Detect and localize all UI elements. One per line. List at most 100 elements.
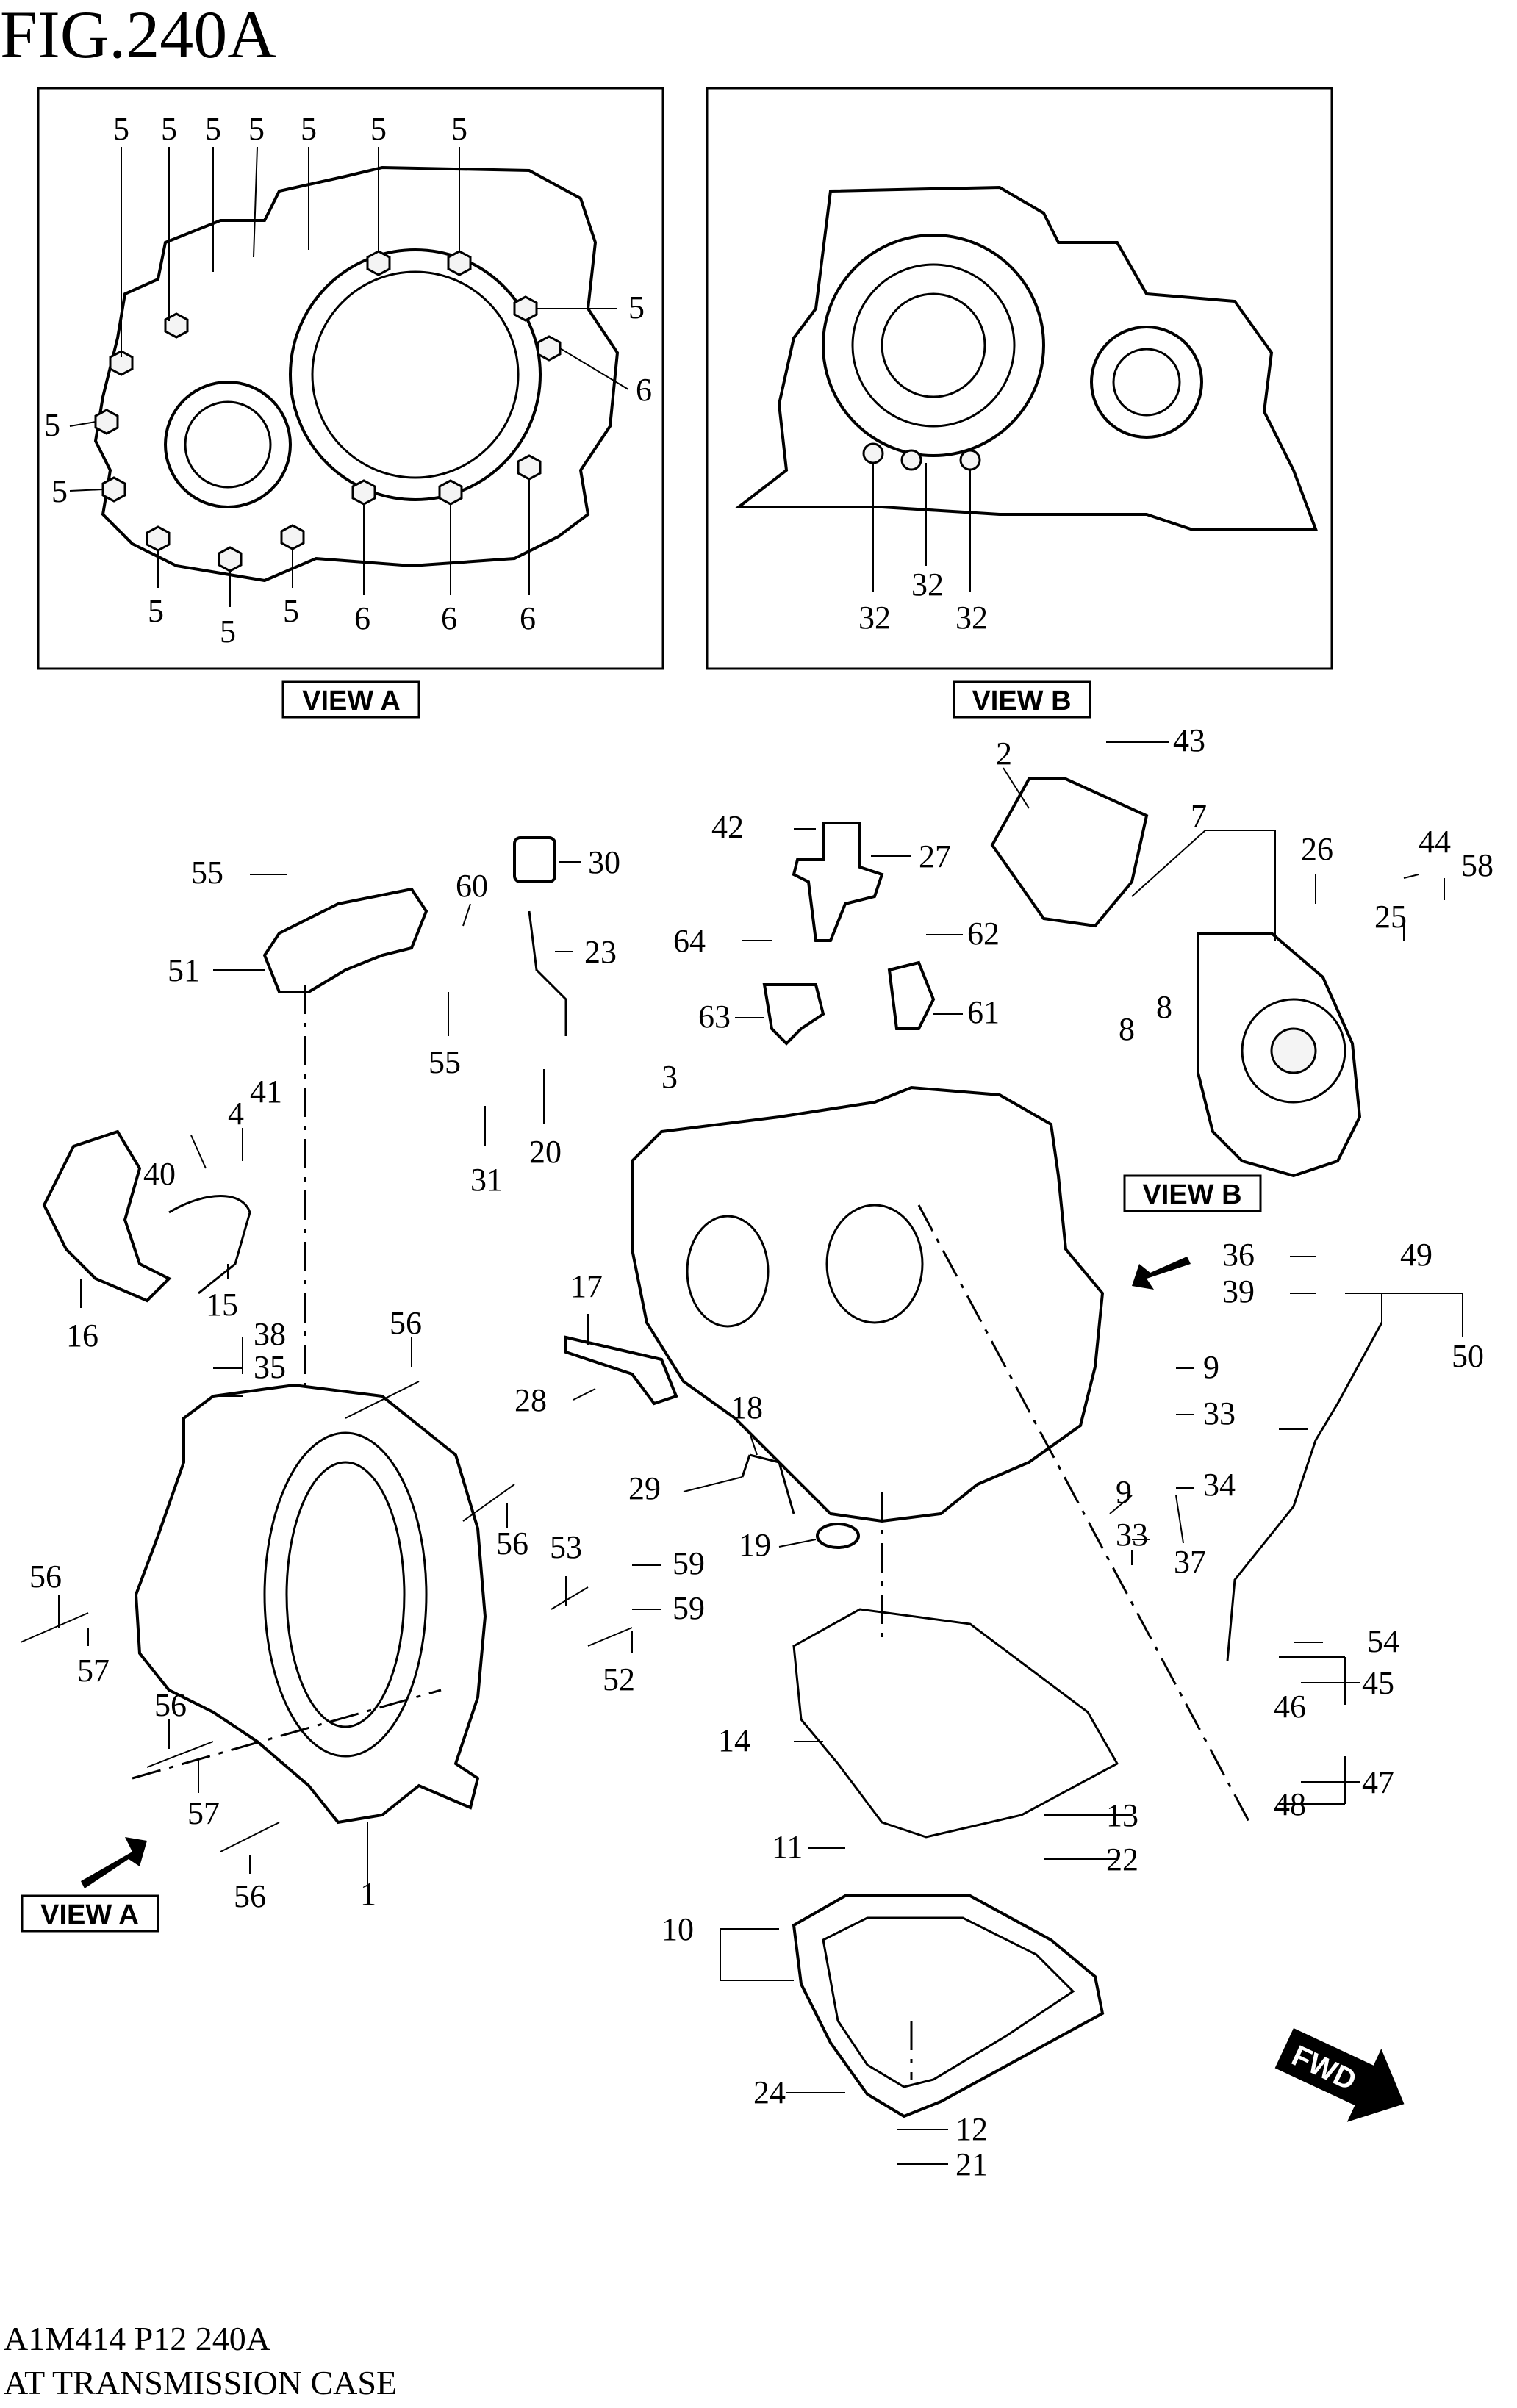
view-a-bolt-5e	[94, 409, 119, 435]
view-a-callout-5: 5	[283, 593, 299, 629]
callout-11: 11	[772, 1829, 803, 1865]
callout-45: 45	[1362, 1665, 1394, 1701]
converter-housing-drawing	[134, 1383, 487, 1825]
bolt-56-shaft	[220, 1822, 280, 1852]
callout-35: 35	[254, 1349, 286, 1385]
diagram-caption: AT TRANSMISSION CASE	[4, 2364, 397, 2401]
callout-56: 56	[390, 1305, 422, 1341]
view-a-bore-inner	[311, 270, 520, 479]
callout-47: 47	[1362, 1764, 1394, 1800]
view-a-callout-5: 5	[301, 111, 317, 147]
callout-25: 25	[1374, 899, 1407, 935]
callout-46: 46	[1274, 1689, 1306, 1725]
diagram-code: A1M414 P12 240A	[4, 2320, 270, 2357]
callout-57: 57	[77, 1653, 110, 1689]
callout-61: 61	[967, 994, 1000, 1030]
stud-52-shaft	[587, 1627, 633, 1647]
callout-40: 40	[143, 1156, 176, 1192]
callout-36: 36	[1222, 1237, 1255, 1273]
view-a-callout-5: 5	[205, 111, 221, 147]
callout-43: 43	[1173, 722, 1205, 758]
view-b-callout-32: 32	[955, 600, 988, 636]
callout-62: 62	[967, 916, 1000, 952]
callout-20: 20	[529, 1134, 562, 1170]
view-a-bolt-5h	[218, 546, 243, 572]
cap-30-drawing	[513, 836, 556, 883]
callout-34: 34	[1203, 1467, 1236, 1503]
fwd-indicator: FWD	[1274, 2028, 1405, 2122]
bracket-18-drawing	[741, 1453, 795, 1514]
view-a-callout-5: 5	[220, 614, 236, 650]
view-b-callout-32: 32	[858, 600, 891, 636]
bracket-51-drawing	[262, 887, 428, 993]
view-a-bolt-6a	[537, 335, 562, 362]
view-b-direction-arrow	[1132, 1257, 1191, 1290]
view-b-differential-outer	[1090, 326, 1203, 439]
view-a-callout-5: 5	[44, 407, 60, 443]
view-a-bolt-6c	[438, 479, 463, 506]
view-a-frame	[37, 87, 664, 670]
side-cover-bearing	[1241, 998, 1346, 1104]
callout-7: 7	[1191, 798, 1207, 834]
dipstick-tube-drawing	[1226, 1322, 1383, 1661]
callout-52: 52	[603, 1661, 635, 1697]
callout-56: 56	[496, 1525, 528, 1561]
view-b-frame	[706, 87, 1333, 670]
view-a-inset: 5 5 5 5 5 5 5 5 6 5 5 5 5 5 6 6 6 VIEW A	[37, 87, 664, 719]
view-a-bolt-5a	[366, 250, 391, 276]
view-b-plug-32b	[900, 449, 922, 471]
view-a-bolt-5b	[447, 250, 472, 276]
view-a-callout-5: 5	[113, 111, 129, 147]
callout-44: 44	[1419, 824, 1451, 860]
oil-pan-10-inner	[822, 1916, 1075, 2088]
callout-39: 39	[1222, 1273, 1255, 1309]
callout-8: 8	[1156, 989, 1172, 1025]
view-a-bolt-5j	[164, 312, 189, 339]
view-a-bolt-5d	[101, 476, 126, 503]
callout-4: 4	[228, 1096, 244, 1132]
callout-56: 56	[234, 1878, 266, 1914]
bracket-2-drawing	[990, 777, 1149, 928]
view-a-differential-outer	[164, 381, 292, 508]
view-a-callout-5: 5	[51, 473, 68, 509]
case-bore-right	[825, 1204, 924, 1324]
callout-49: 49	[1400, 1237, 1432, 1273]
view-a-bolt-6b	[517, 454, 542, 481]
view-a-callout-6: 6	[636, 372, 652, 408]
converter-housing-bore-inner	[285, 1461, 406, 1728]
gasket-14-drawing	[792, 1608, 1119, 1839]
case-bore-left	[686, 1215, 770, 1328]
callout-57: 57	[187, 1795, 220, 1831]
view-a-bolt-5c	[513, 295, 538, 322]
view-b-clutch-inner	[881, 292, 986, 398]
callout-59: 59	[673, 1590, 705, 1626]
callout-24: 24	[753, 2074, 786, 2110]
pipe-15-drawing	[168, 1195, 251, 1295]
sensor-61-drawing	[887, 960, 936, 1030]
view-b-plug-32c	[959, 449, 981, 471]
callout-19: 19	[739, 1527, 771, 1563]
callout-18: 18	[731, 1390, 763, 1426]
callout-17: 17	[570, 1268, 603, 1304]
callout-15: 15	[206, 1287, 238, 1323]
callout-30: 30	[588, 844, 620, 880]
view-b-tag: VIEW B	[972, 686, 1071, 716]
callout-28: 28	[514, 1382, 547, 1418]
callout-55: 55	[191, 855, 223, 891]
callout-26: 26	[1301, 831, 1333, 867]
callout-27: 27	[919, 838, 951, 874]
sensor-63-drawing	[762, 983, 825, 1046]
view-a-bolt-5g	[146, 525, 171, 552]
callout-3: 3	[661, 1059, 678, 1095]
bolt-56-shaft	[146, 1741, 214, 1768]
stud-53-shaft	[551, 1586, 589, 1610]
callout-2: 2	[996, 736, 1012, 772]
callout-9: 9	[1203, 1349, 1219, 1385]
callout-50: 50	[1452, 1338, 1484, 1374]
view-a-callout-6: 6	[441, 600, 457, 636]
view-a-bolt-5i	[280, 524, 305, 550]
callout-21: 21	[955, 2146, 988, 2182]
callout-14: 14	[718, 1722, 750, 1758]
